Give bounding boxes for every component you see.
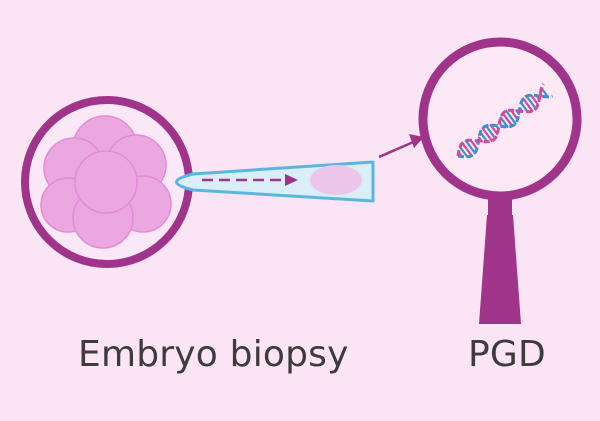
dna-strand-pink xyxy=(456,83,545,157)
dna-icon xyxy=(456,83,553,159)
magnifier-icon xyxy=(418,37,582,324)
dna-rung xyxy=(499,116,509,128)
dna-rung xyxy=(458,145,469,158)
embryo-icon xyxy=(21,96,193,268)
dna-rung xyxy=(539,92,544,98)
dna-rung xyxy=(464,139,476,155)
dna-rung xyxy=(522,97,534,113)
dna-strand-blue xyxy=(457,93,553,159)
dna-rung xyxy=(501,112,514,128)
dna-rung xyxy=(485,124,497,140)
dna-rung xyxy=(505,109,517,125)
pipette-icon xyxy=(175,160,375,203)
label-embryo-biopsy: Embryo biopsy xyxy=(78,334,349,375)
dna-rung xyxy=(525,95,537,110)
dna-rung xyxy=(461,141,473,157)
label-pgd: PGD xyxy=(468,334,546,375)
dna-rung xyxy=(481,127,493,142)
dna-rung xyxy=(477,136,484,143)
dna-rung xyxy=(529,94,540,106)
dna-rung xyxy=(509,109,519,121)
dna-rung xyxy=(479,131,489,143)
arrow-icon xyxy=(378,134,424,159)
dna-rung xyxy=(515,109,520,116)
